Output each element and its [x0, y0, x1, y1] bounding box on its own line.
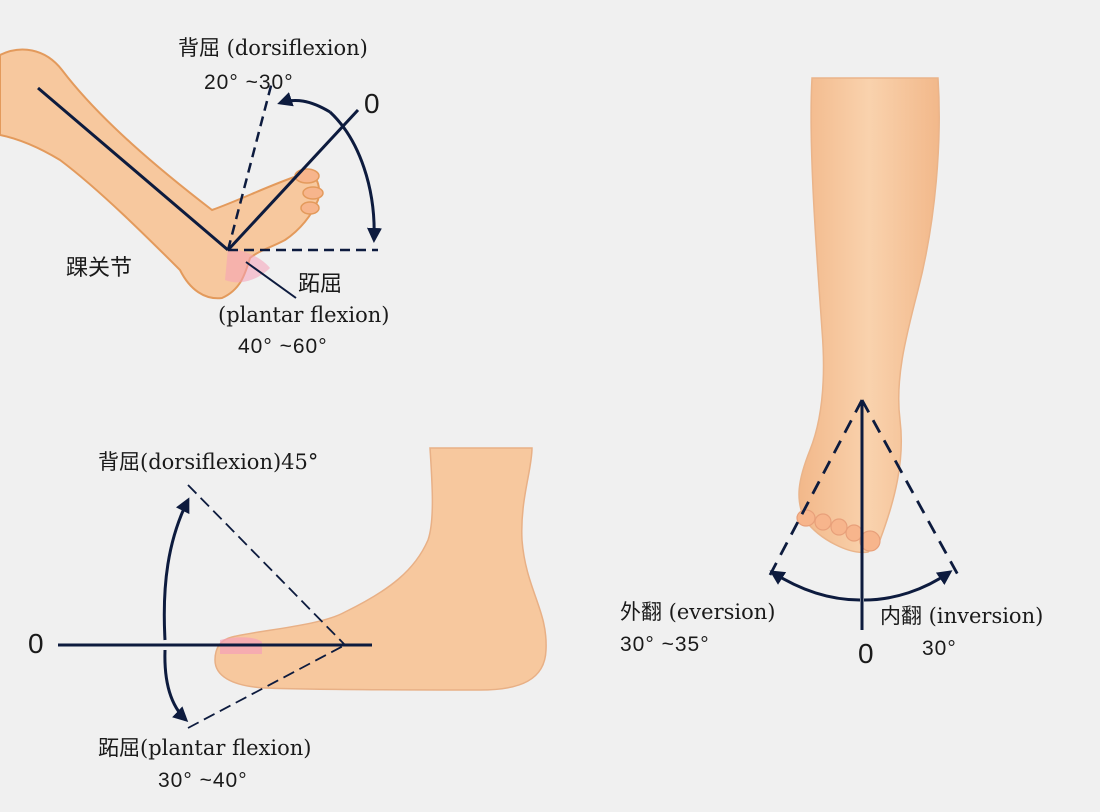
dorsiflexion-limit-line	[187, 484, 346, 646]
eversion-range: 30° ~35°	[620, 633, 710, 656]
zero-label: 0	[364, 88, 380, 119]
dorsiflexion-limit-line	[226, 81, 274, 251]
ankle-joint-label: 踝关节	[66, 256, 133, 281]
plantar-flexion-label-en: (plantar flexion)	[218, 303, 390, 327]
toes-front	[796, 509, 881, 552]
eversion-limit-line	[768, 399, 864, 576]
zero-label: 0	[28, 628, 44, 659]
foot-axis-line	[226, 108, 360, 252]
dorsiflexion-45-label: 背屈(dorsiflexion)45°	[98, 450, 319, 474]
eversion-label: 外翻 (eversion)	[620, 600, 776, 624]
dorsiflexion-arc	[162, 497, 190, 641]
inversion-arc	[863, 570, 953, 602]
dorsiflexion-arc	[277, 92, 331, 114]
eversion-arc	[769, 570, 861, 602]
plantar-arc	[163, 649, 189, 723]
plantar-flexion-range: 40° ~60°	[238, 335, 328, 358]
dorsiflexion-label: 背屈 (dorsiflexion)	[178, 36, 368, 60]
pointer-line	[245, 261, 297, 299]
plantar-flexion-label: 跖屈(plantar flexion)	[98, 736, 312, 760]
plantar-arc	[328, 110, 382, 243]
ankle-joint-highlight	[225, 248, 270, 283]
bottom-left-foot-illustration	[214, 447, 547, 691]
inversion-limit-line	[860, 399, 960, 576]
plantar-limit-line	[187, 644, 346, 729]
right-leg-illustration	[796, 77, 940, 554]
plantar-flexion-label-cn: 跖屈	[298, 272, 343, 297]
foot-shape	[214, 447, 547, 691]
plantar-flexion-range: 30° ~40°	[158, 769, 248, 792]
dorsiflexion-range: 20° ~30°	[204, 71, 294, 94]
leg-front-shape	[798, 77, 940, 554]
right-angle-lines	[768, 399, 960, 630]
inversion-range: 30°	[922, 637, 957, 660]
top-left-angle-lines	[37, 81, 382, 299]
leg-axis-line	[37, 86, 229, 252]
zero-label: 0	[858, 638, 874, 669]
inversion-label: 内翻 (inversion)	[880, 604, 1044, 628]
bottom-left-angle-lines	[58, 484, 372, 729]
